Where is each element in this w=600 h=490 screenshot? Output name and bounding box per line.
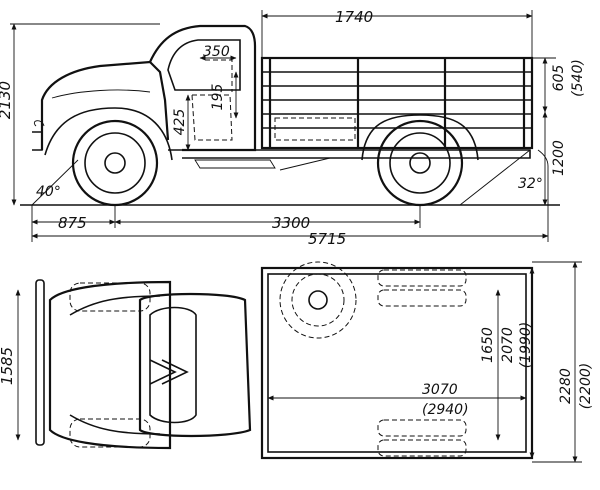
label-wheelbase: 3300	[272, 214, 310, 232]
label-bed-floor-height: 1200	[551, 140, 567, 176]
top-front-wheel-left	[69, 282, 151, 312]
label-approach-angle: 40°	[36, 184, 61, 200]
top-rear-wheel-l2	[377, 289, 467, 307]
chassis-frame	[168, 149, 531, 159]
label-rear-track: 1650	[480, 327, 496, 363]
top-hood	[48, 280, 172, 450]
fuel-tank	[194, 159, 276, 169]
top-cab-windshield	[149, 306, 197, 424]
cab-window	[167, 39, 241, 91]
label-cargo-bed-length: 1740	[335, 8, 373, 26]
top-cab-chevron-2	[161, 359, 189, 385]
hood-line	[51, 89, 151, 99]
front-wheel	[71, 119, 159, 207]
label-overall-width-alt: (2200)	[578, 363, 594, 410]
top-hood-line-2	[69, 414, 161, 435]
hood-outline	[40, 60, 170, 150]
seat-outline	[191, 94, 233, 141]
top-cab-chevron-1	[149, 359, 177, 385]
top-cab-roof	[138, 292, 252, 438]
top-view: 1585 1650 2070 (1990) 3070 (2940) 2280 (…	[0, 261, 594, 463]
label-overall-width: 2280	[558, 368, 574, 404]
label-bed-length: 3070	[422, 382, 458, 398]
label-bed-width: 2070	[500, 327, 516, 363]
front-bumper	[32, 131, 43, 151]
label-height-total: 2130	[0, 81, 14, 119]
label-seat-height: 195	[210, 84, 226, 111]
departure-angle-line	[459, 149, 531, 206]
exhaust	[279, 157, 331, 171]
approach-angle-line	[31, 159, 79, 206]
spare-wheel-hidden	[274, 117, 356, 141]
top-spare-wheel	[279, 261, 357, 339]
front-fender	[44, 107, 173, 161]
label-cab-floor-height: 425	[172, 109, 188, 136]
label-rail-height-alt: (540)	[570, 59, 586, 97]
side-view: 2130 1740 350 195 425 605 (540) 1200 40°…	[0, 8, 586, 248]
label-rail-height: 605	[551, 65, 567, 92]
label-departure-angle: 32°	[518, 176, 543, 192]
cab-outline	[148, 24, 257, 152]
rear-fender	[361, 114, 479, 161]
label-bed-length-alt: (2940)	[422, 402, 469, 418]
rear-wheel	[376, 119, 464, 207]
rear-hitch	[537, 149, 549, 167]
top-rear-wheel-r1	[377, 419, 467, 437]
top-front-wheel-right	[69, 418, 151, 448]
tow-hook	[33, 120, 45, 127]
label-front-overhang: 875	[58, 214, 87, 232]
top-rear-wheel-r2	[377, 439, 467, 457]
label-overall-length: 5715	[308, 230, 346, 248]
top-cargo-bed-inner	[267, 273, 527, 453]
top-hood-line-1	[69, 295, 161, 316]
cargo-bed	[260, 56, 534, 150]
label-bed-width-alt: (1990)	[518, 322, 534, 369]
label-front-track: 1585	[0, 347, 16, 385]
label-seat-width: 350	[203, 44, 230, 60]
top-rear-wheel-l1	[377, 269, 467, 287]
top-front-bumper	[35, 279, 45, 446]
